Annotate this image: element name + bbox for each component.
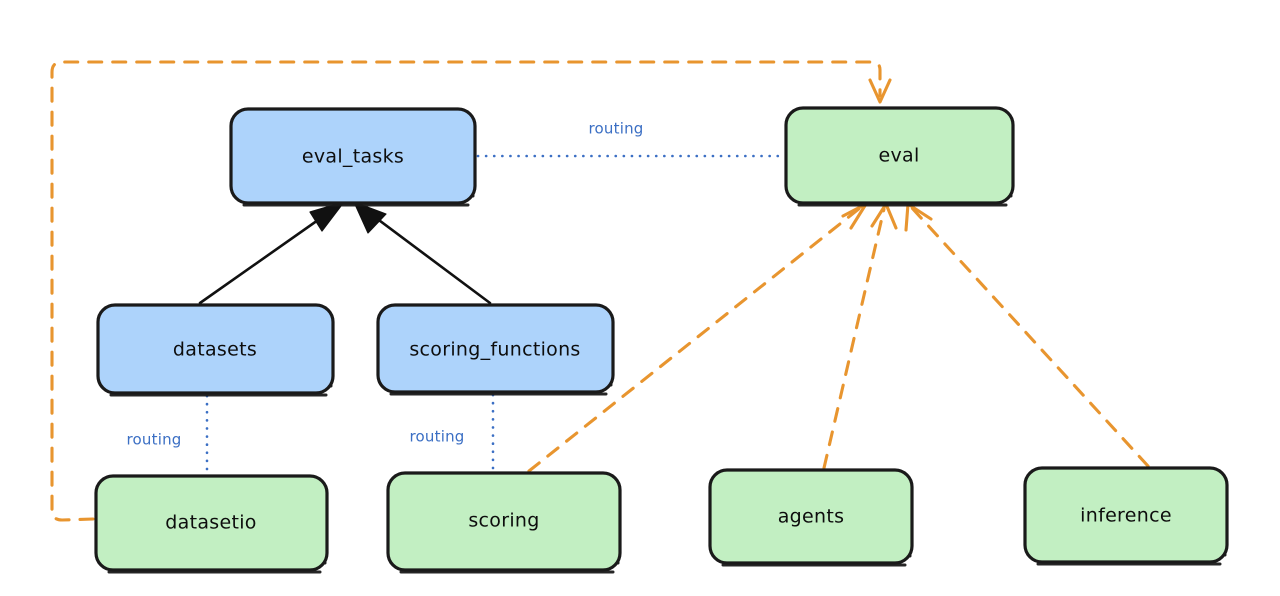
- edge-agents-to-eval: [822, 202, 898, 470]
- node-scoring[interactable]: scoring: [386, 471, 622, 574]
- node-datasetio[interactable]: datasetio: [94, 474, 329, 574]
- node-datasetio-shape: [94, 474, 329, 572]
- node-datasets[interactable]: datasets: [96, 303, 335, 397]
- node-layer: eval_tasks eval datasets scor: [94, 106, 1229, 574]
- node-eval-label: eval: [878, 145, 919, 167]
- node-scoring-label: scoring: [468, 510, 539, 532]
- node-inference-shape: [1023, 466, 1229, 564]
- edge-datasets-to-eval_tasks: [198, 201, 345, 305]
- node-eval_tasks-label: eval_tasks: [302, 146, 404, 168]
- node-agents-shape: [708, 468, 914, 565]
- edge-scoring_functions-to-eval_tasks: [353, 201, 492, 305]
- node-scoring_functions-label: scoring_functions: [409, 339, 580, 361]
- node-agents-label: agents: [778, 506, 845, 528]
- edge-inference-to-eval: [904, 202, 1150, 468]
- node-eval_tasks[interactable]: eval_tasks: [229, 107, 477, 207]
- node-eval[interactable]: eval: [784, 106, 1015, 207]
- node-inference-label: inference: [1080, 505, 1172, 527]
- edge-datasetio-to-eval: [50, 60, 892, 522]
- node-scoring_functions-shape: [376, 303, 615, 394]
- node-datasets-shape: [96, 303, 335, 395]
- edge-label-layer: routing routing routing: [127, 120, 644, 449]
- node-scoring-shape: [386, 471, 622, 572]
- node-eval_tasks-shape: [229, 107, 477, 205]
- edge-layer: [50, 60, 1150, 522]
- node-inference[interactable]: inference: [1023, 466, 1229, 566]
- node-eval-shape: [784, 106, 1015, 205]
- edge-label-routing-eval-tasks: routing: [589, 120, 644, 138]
- edge-label-routing-datasets: routing: [127, 431, 182, 449]
- node-datasets-label: datasets: [173, 339, 257, 361]
- node-datasetio-label: datasetio: [165, 512, 256, 534]
- edge-label-routing-scoring-functions: routing: [410, 428, 465, 446]
- node-agents[interactable]: agents: [708, 468, 914, 567]
- node-scoring_functions[interactable]: scoring_functions: [376, 303, 615, 396]
